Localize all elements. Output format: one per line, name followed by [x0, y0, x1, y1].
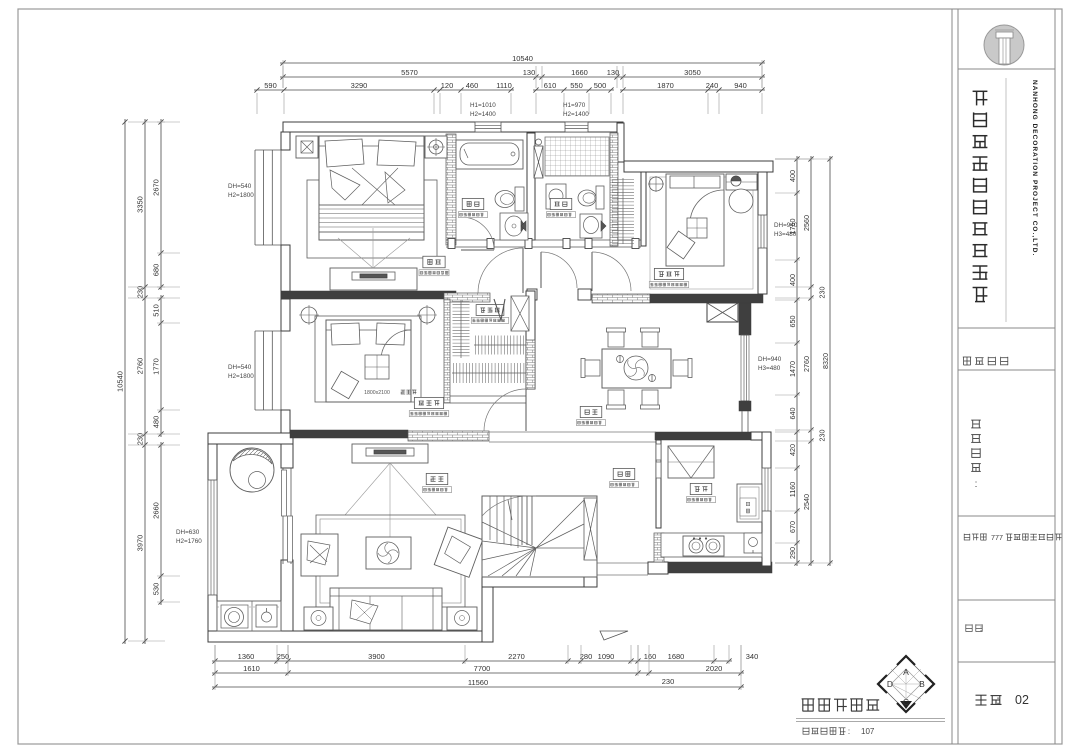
svg-text:3050: 3050: [684, 68, 701, 77]
svg-text:A: A: [903, 667, 909, 677]
svg-text:230: 230: [818, 430, 827, 442]
svg-text:1870: 1870: [657, 81, 674, 90]
svg-text:2760: 2760: [802, 356, 811, 372]
svg-text:NANHONG DECORATION PROJECT CO.: NANHONG DECORATION PROJECT CO.,LTD.: [1031, 80, 1038, 256]
svg-text:280: 280: [580, 652, 593, 661]
svg-text:H2=1800: H2=1800: [228, 373, 254, 380]
svg-text:1800x2100: 1800x2100: [364, 390, 390, 396]
svg-text:2270: 2270: [508, 652, 525, 661]
svg-text:DH=630: DH=630: [176, 529, 200, 536]
svg-text:1610: 1610: [243, 664, 260, 673]
svg-text:1470: 1470: [788, 361, 797, 377]
svg-text:H2=1800: H2=1800: [228, 192, 254, 199]
svg-text:H1=1010: H1=1010: [470, 102, 496, 109]
svg-text:230: 230: [136, 286, 145, 299]
svg-text:H2=1400: H2=1400: [563, 111, 589, 118]
svg-text:160: 160: [644, 652, 657, 661]
svg-text:1110: 1110: [496, 81, 512, 90]
svg-text:500: 500: [594, 81, 607, 90]
svg-text:2560: 2560: [802, 215, 811, 231]
svg-text:5570: 5570: [401, 68, 418, 77]
svg-text:120: 120: [441, 81, 454, 90]
svg-text:130: 130: [523, 68, 536, 77]
svg-text:7700: 7700: [474, 664, 491, 673]
svg-text:H2=1760: H2=1760: [176, 538, 202, 545]
svg-text:C: C: [903, 697, 909, 707]
svg-text:777: 777: [991, 533, 1003, 542]
svg-text:8320: 8320: [821, 353, 830, 369]
svg-text:240: 240: [706, 81, 719, 90]
svg-text:230: 230: [662, 677, 675, 686]
svg-text:1680: 1680: [668, 652, 685, 661]
svg-text:610: 610: [544, 81, 557, 90]
svg-text:1770: 1770: [152, 358, 161, 375]
svg-text:H2=1400: H2=1400: [470, 111, 496, 118]
svg-text::: :: [848, 727, 850, 736]
svg-text:130: 130: [607, 68, 620, 77]
svg-text:1760: 1760: [788, 219, 797, 235]
svg-text:230: 230: [136, 433, 145, 446]
svg-text:D: D: [887, 679, 893, 689]
svg-text:DH=940: DH=940: [774, 222, 798, 229]
svg-text:10540: 10540: [116, 371, 125, 392]
svg-text:940: 940: [734, 81, 747, 90]
svg-text:2670: 2670: [152, 179, 161, 196]
svg-text:590: 590: [264, 81, 277, 90]
svg-text:640: 640: [788, 408, 797, 420]
svg-text::: :: [975, 479, 978, 490]
svg-text:1090: 1090: [598, 652, 615, 661]
svg-text:400: 400: [788, 274, 797, 286]
svg-text:340: 340: [746, 652, 759, 661]
svg-text:670: 670: [788, 521, 797, 533]
svg-text:3350: 3350: [136, 196, 145, 213]
svg-text:1160: 1160: [788, 482, 797, 497]
svg-text:290: 290: [788, 547, 797, 559]
svg-text:10540: 10540: [512, 54, 533, 63]
svg-text:2660: 2660: [152, 502, 161, 519]
svg-text:DH=940: DH=940: [758, 356, 782, 363]
svg-text:230: 230: [818, 287, 827, 299]
svg-text::: :: [980, 623, 982, 633]
svg-text:2020: 2020: [706, 664, 723, 673]
svg-text:1360: 1360: [238, 652, 255, 661]
svg-text:400: 400: [788, 170, 797, 182]
svg-text:DH=540: DH=540: [228, 183, 252, 190]
svg-text:H3=480: H3=480: [774, 231, 797, 238]
svg-text:3900: 3900: [368, 652, 385, 661]
svg-text:460: 460: [466, 81, 479, 90]
svg-text:420: 420: [788, 444, 797, 456]
svg-text:107: 107: [861, 727, 875, 736]
svg-text:3290: 3290: [351, 81, 368, 90]
svg-text:H3=480: H3=480: [758, 365, 781, 372]
svg-text:H1=970: H1=970: [563, 102, 586, 109]
svg-text:DH=540: DH=540: [228, 364, 252, 371]
svg-text:1660: 1660: [571, 68, 588, 77]
svg-text:3970: 3970: [136, 535, 145, 552]
svg-text:650: 650: [788, 316, 797, 328]
svg-text:2540: 2540: [802, 494, 811, 510]
svg-text:B: B: [919, 679, 925, 689]
svg-text:480: 480: [152, 416, 161, 429]
svg-text:2760: 2760: [136, 358, 145, 375]
svg-text::: :: [996, 693, 999, 707]
svg-text:510: 510: [152, 304, 161, 317]
svg-text:250: 250: [277, 652, 290, 661]
svg-text:11560: 11560: [468, 678, 488, 687]
svg-text:680: 680: [152, 264, 161, 277]
svg-text:550: 550: [570, 81, 583, 90]
svg-text:530: 530: [152, 583, 161, 596]
svg-text:02: 02: [1015, 693, 1029, 707]
